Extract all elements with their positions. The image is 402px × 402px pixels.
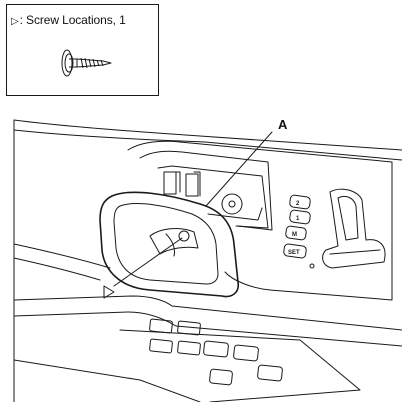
seat-switch-base: [329, 249, 381, 255]
svg-text:SET: SET: [288, 250, 300, 256]
inside-handle-inner: [113, 203, 219, 285]
door-panel-top-edge: [13, 119, 402, 151]
callout-label-a: A: [278, 117, 288, 132]
recess-screw-hole-inner: [228, 200, 236, 208]
triangle-marker-icon: ▷: [11, 16, 19, 27]
indicator-dot: [309, 263, 315, 269]
armrest-top-2: [13, 257, 101, 281]
svg-text:M: M: [292, 232, 297, 238]
legend-text: ▷: Screw Locations, 1: [11, 13, 126, 27]
recess-screw-hole: [221, 193, 243, 215]
handle-lever: [149, 228, 199, 255]
armrest-body: [13, 295, 402, 331]
armrest-body-2: [13, 311, 402, 347]
window-switch-panel: [119, 329, 361, 402]
handle-recess: [157, 165, 269, 229]
svg-text:2: 2: [296, 201, 300, 207]
screw-leader-line: [113, 237, 183, 287]
seat-switch-inner: [337, 195, 359, 241]
legend-box: ▷: Screw Locations, 1: [6, 4, 159, 96]
svg-text:1: 1: [296, 216, 300, 222]
window-switches: [149, 318, 283, 386]
recess-slot-right: [185, 173, 199, 197]
recess-bracket: [207, 207, 263, 221]
handle-lever-2: [165, 233, 175, 257]
recess-slot-left: [163, 171, 177, 195]
legend-label: : Screw Locations, 1: [19, 13, 126, 27]
switch-bezel-inner: [139, 150, 273, 231]
lower-trim-line: [13, 359, 201, 402]
inside-handle-outline: [99, 191, 240, 298]
memory-buttons: [283, 194, 311, 259]
seat-switch: [322, 188, 386, 269]
screw-icon: [61, 49, 112, 77]
switch-bezel: [127, 140, 393, 301]
handle-recess-inner: [167, 171, 201, 197]
handle-screw: [178, 230, 190, 242]
screw-location-marker: [103, 285, 115, 299]
door-panel-top-edge-inner: [13, 129, 402, 161]
armrest-top: [13, 243, 111, 269]
callout-leader-line: [205, 131, 273, 207]
